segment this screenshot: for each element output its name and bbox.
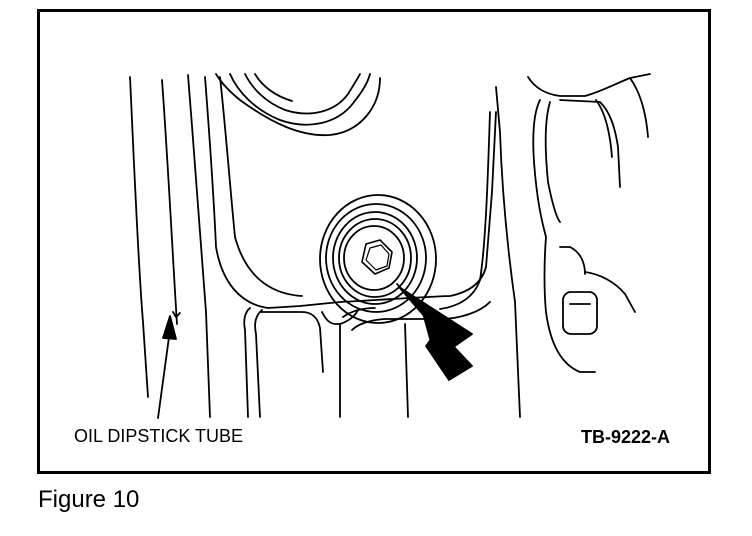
figure-code: TB-9222-A xyxy=(580,427,670,447)
oil-dipstick-tube xyxy=(129,76,181,398)
dipstick-pointer xyxy=(157,315,177,419)
figure-frame: OIL DIPSTICK TUBE TB-9222-A xyxy=(37,9,711,474)
callout-oil-dipstick-tube: OIL DIPSTICK TUBE xyxy=(74,426,244,446)
right-bracket xyxy=(527,73,651,373)
bolt-hex-head xyxy=(361,239,393,275)
engine-drawing xyxy=(129,73,651,419)
figure-caption: Figure 10 xyxy=(38,486,140,513)
engine-housing xyxy=(187,73,521,418)
bolt-assembly xyxy=(319,194,437,324)
bolt-pointer-arrow xyxy=(396,283,473,381)
